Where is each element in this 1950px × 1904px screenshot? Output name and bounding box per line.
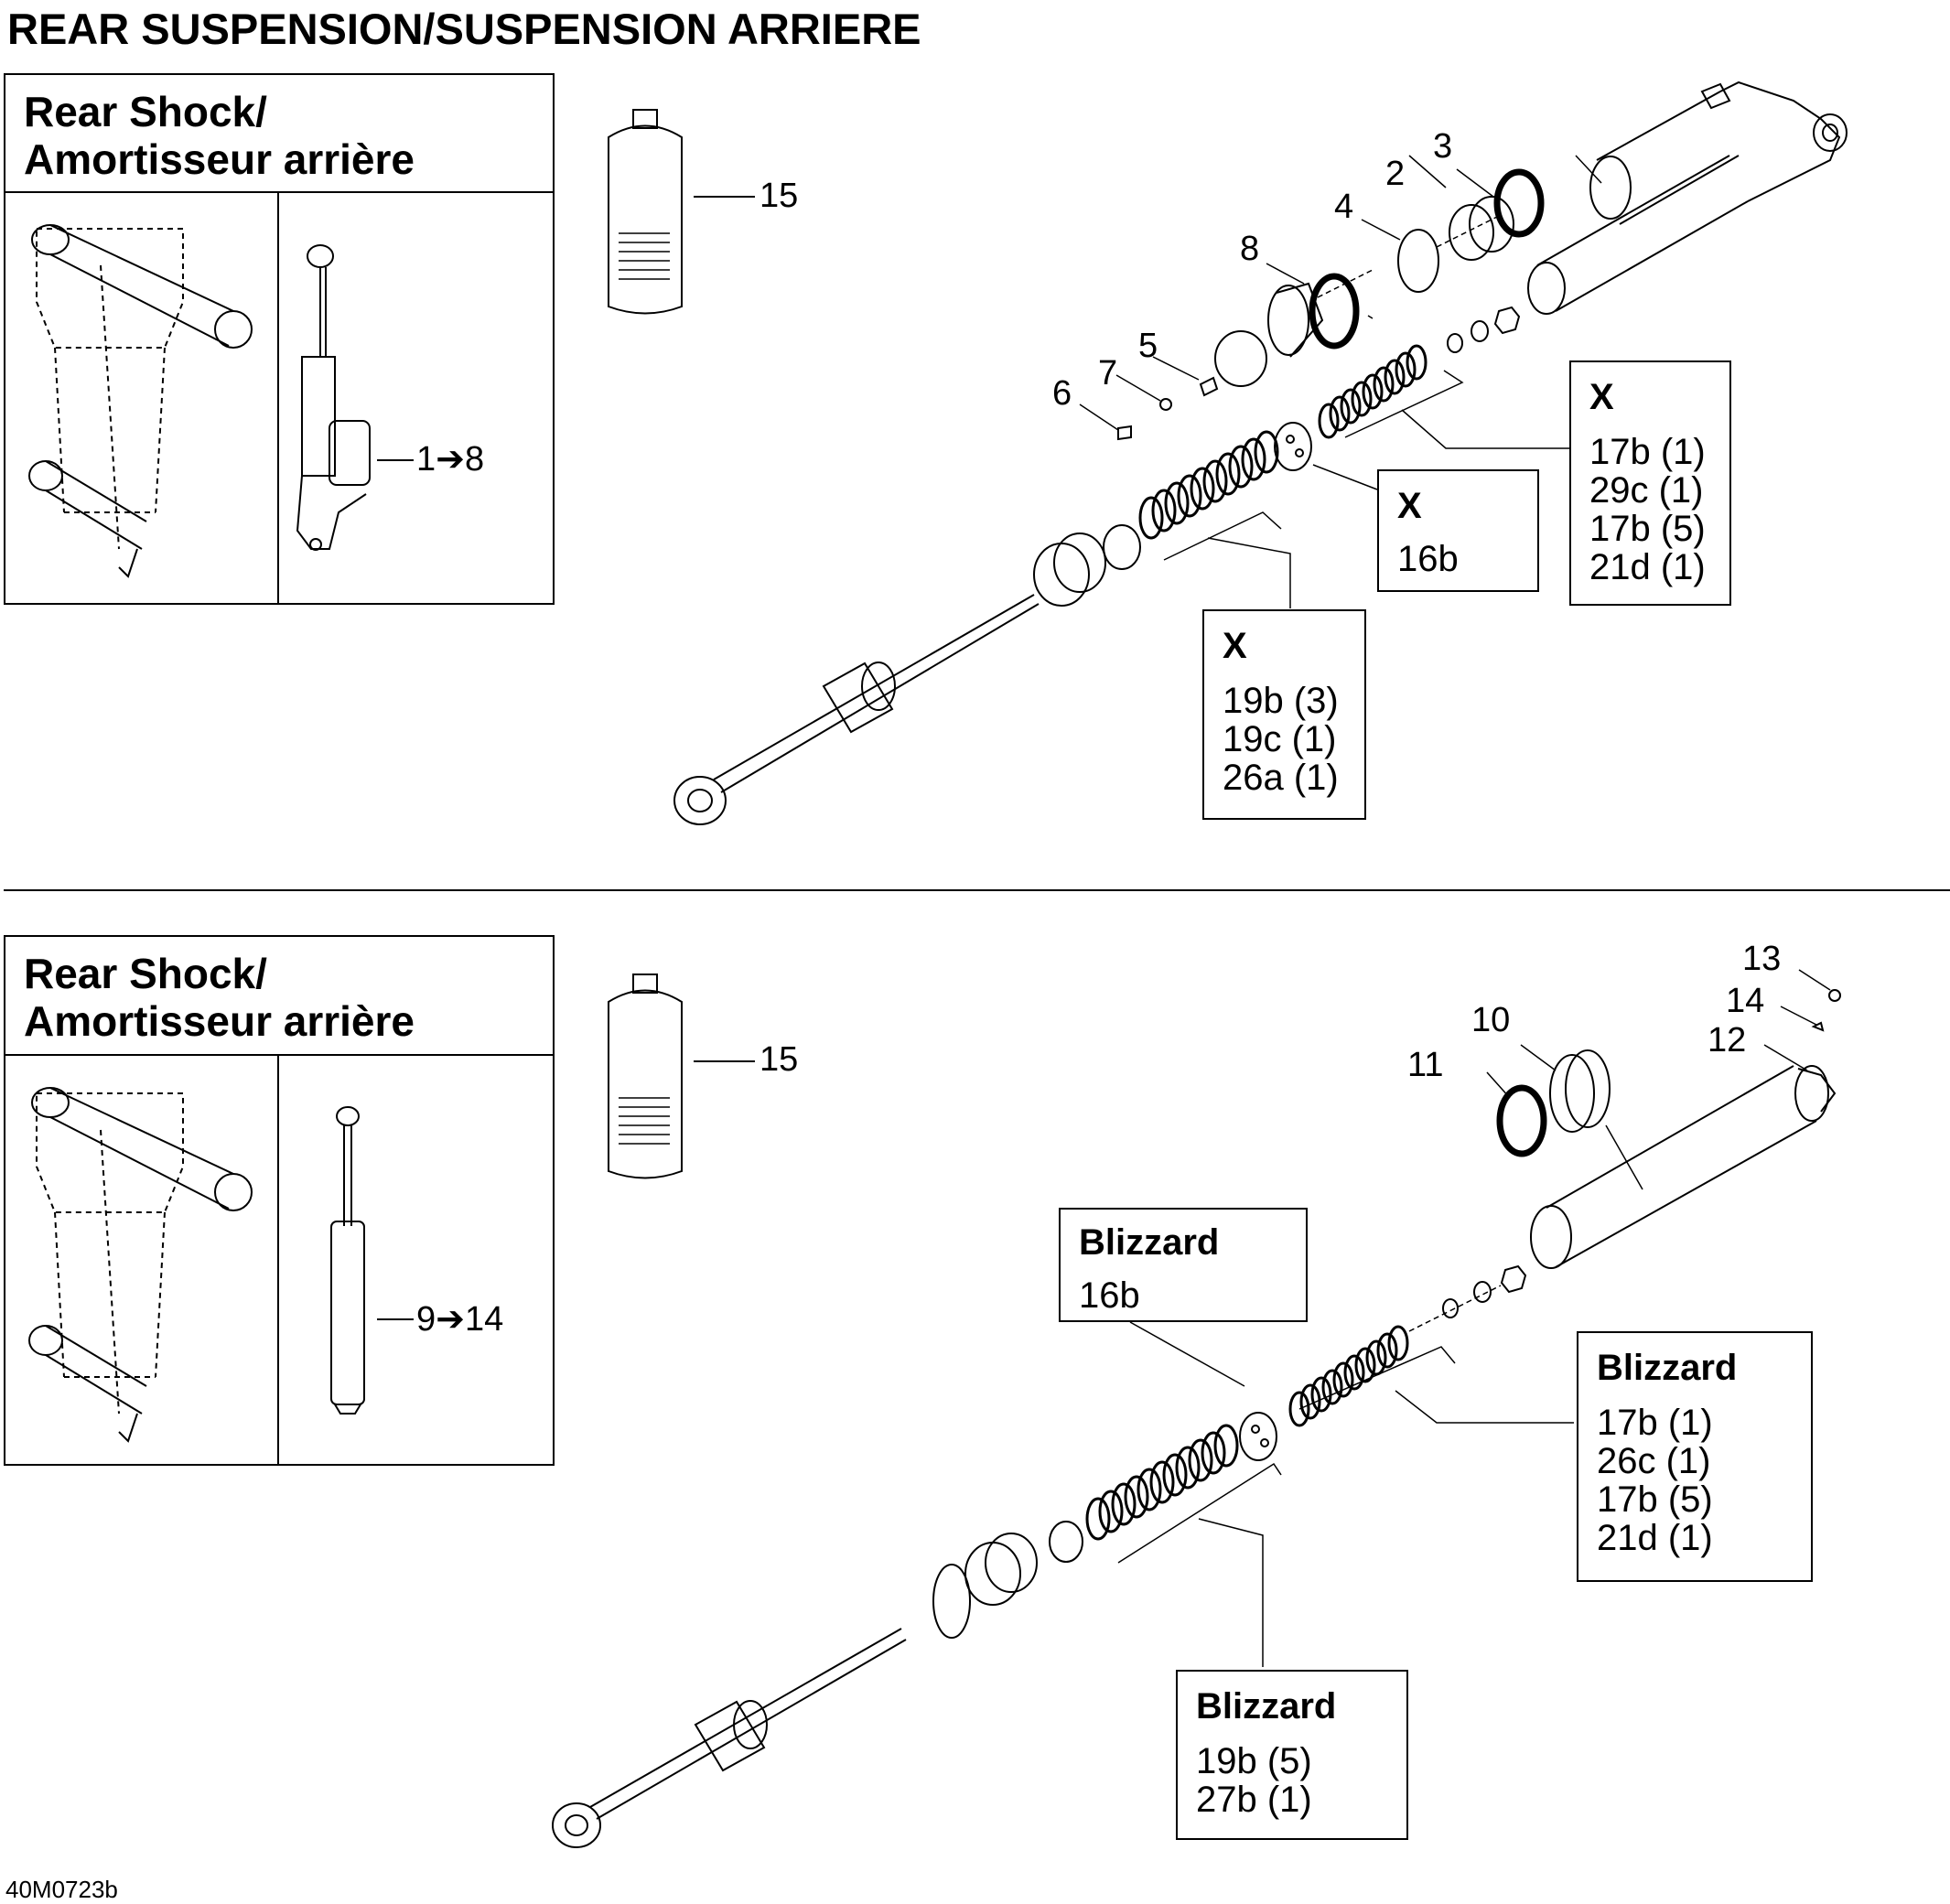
top-range-label: 1➔8: [416, 440, 485, 479]
bottom-shock-sketch: [330, 1106, 365, 1415]
callout-14: 14: [1726, 982, 1765, 1020]
callout-12: 12: [1708, 1021, 1747, 1060]
callout-4: 4: [1334, 188, 1354, 226]
bottom-kit-top: Blizzard 16b: [1059, 1208, 1308, 1322]
oil-bottle-bottom: [608, 974, 683, 1179]
top-overview-box: Rear Shock/ Amortisseur arrière: [4, 73, 555, 605]
callout-2: 2: [1385, 155, 1406, 193]
bottom-overview-box: Rear Shock/ Amortisseur arrière: [4, 935, 555, 1466]
top-kit-bottom: X 19b (3) 19c (1) 26a (1): [1202, 609, 1366, 820]
callout-15-bottom: 15: [760, 1040, 799, 1079]
bottom-shock-assembly: [552, 989, 1841, 1848]
bottom-kit-bottom: Blizzard 19b (5) 27b (1): [1176, 1670, 1408, 1840]
top-frame-solid: [28, 224, 253, 578]
top-shock-sketch: [296, 244, 371, 551]
callout-6: 6: [1052, 374, 1072, 413]
bottom-overview-title: Rear Shock/ Amortisseur arrière: [24, 950, 415, 1045]
bottom-frame-sketch: [36, 1092, 184, 1415]
top-kit-right: X 17b (1) 29c (1) 17b (5) 21d (1): [1569, 360, 1731, 606]
callout-13: 13: [1742, 940, 1782, 978]
top-frame-sketch: [36, 228, 184, 550]
top-overview-title: Rear Shock/ Amortisseur arrière: [24, 88, 415, 183]
bottom-frame-solid: [28, 1087, 253, 1443]
callout-15-top: 15: [760, 177, 799, 215]
oil-bottle-top: [608, 109, 683, 315]
figure-code: 40M0723b: [5, 1876, 118, 1903]
callout-11: 11: [1407, 1046, 1444, 1084]
bottom-kit-right: Blizzard 17b (1) 26c (1) 17b (5) 21d (1): [1577, 1331, 1813, 1582]
bottom-range-label: 9➔14: [416, 1300, 504, 1339]
callout-10: 10: [1471, 1001, 1511, 1039]
page-title: REAR SUSPENSION/SUSPENSION ARRIERE: [7, 5, 921, 53]
top-shock-assembly: [673, 81, 1848, 825]
callout-5: 5: [1138, 327, 1158, 365]
callout-3: 3: [1433, 127, 1453, 166]
top-kit-mid: X 16b: [1377, 469, 1539, 592]
callout-7: 7: [1098, 354, 1118, 393]
callout-8: 8: [1240, 230, 1260, 268]
